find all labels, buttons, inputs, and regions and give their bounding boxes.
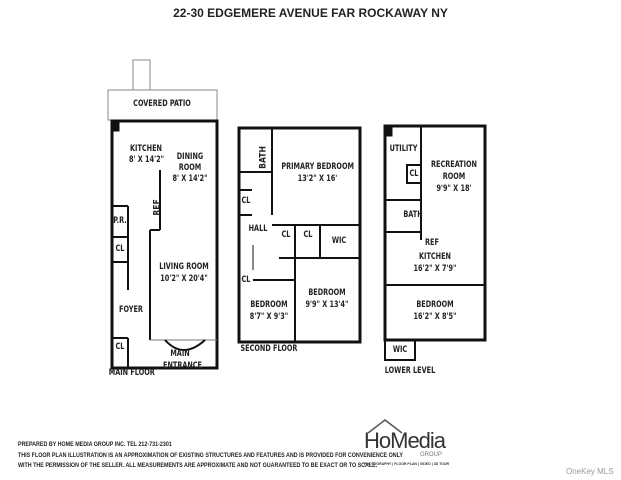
- footer-disclaimer-1: THIS FLOOR PLAN ILLUSTRATION IS AN APPRO…: [18, 452, 403, 459]
- room-bedroom-1-dim: 8'7" X 9'3": [249, 312, 289, 322]
- closet: CL: [409, 169, 419, 179]
- room-dining-dim: 8' X 14'2": [172, 174, 208, 184]
- ref-label: REF: [425, 238, 439, 248]
- closet: CL: [241, 196, 251, 206]
- room-bedroom-dim: 16'2" X 8'5": [413, 312, 457, 322]
- room-foyer: FOYER: [119, 305, 143, 315]
- footer-disclaimer-2: WITH THE PERMISSION OF THE SELLER. ALL M…: [18, 462, 378, 469]
- second-floor-walls: [237, 126, 362, 344]
- plan-title: 22-30 EDGEMERE AVENUE FAR ROCKAWAY NY: [173, 6, 448, 20]
- room-bedroom-1: BEDROOM: [250, 300, 288, 310]
- room-primary-dim: 13'2" X 16': [297, 174, 338, 184]
- lower-level-walls: [383, 124, 487, 361]
- floor-label-lower: LOWER LEVEL: [384, 366, 436, 376]
- main-entrance: MAIN: [170, 349, 190, 359]
- room-wic: WIC: [392, 345, 408, 355]
- room-bedroom-2-dim: 9'9" X 13'4": [305, 300, 349, 310]
- logo-tagline: PHOTOGRAPHY | FLOOR PLAN | VIDEO | 3D TO…: [364, 462, 450, 466]
- ref-label: REF: [152, 199, 163, 216]
- room-dining: DINING: [176, 152, 204, 162]
- closet: CL: [281, 230, 291, 240]
- room-kitchen: KITCHEN: [130, 144, 162, 154]
- room-recreation-dim: 9'9" X 18': [436, 184, 472, 194]
- room-kitchen-dim: 8' X 14'2": [129, 155, 164, 165]
- powder-room: P.R.: [113, 216, 127, 226]
- room-recreation: RECREATION: [431, 160, 477, 170]
- room-covered-patio: COVERED PATIO: [133, 99, 191, 109]
- room-bath: BATH: [403, 210, 423, 220]
- room-utility: UTILITY: [389, 144, 418, 154]
- room-recreation-2: ROOM: [442, 172, 466, 182]
- main-entrance-2: ENTRANCE: [163, 361, 203, 371]
- room-bedroom: BEDROOM: [416, 300, 454, 310]
- floor-label-second: SECOND FLOOR: [240, 344, 298, 354]
- room-bedroom-2: BEDROOM: [308, 288, 346, 298]
- closet: CL: [115, 244, 125, 254]
- room-kitchen-dim: 16'2" X 7'9": [413, 264, 457, 274]
- footer-prepared-by: PREPARED BY HOME MEDIA GROUP INC. TEL 21…: [18, 441, 172, 448]
- room-bath: BATH: [258, 146, 269, 169]
- room-living-dim: 10'2" X 20'4": [160, 274, 208, 284]
- room-wic: WIC: [331, 236, 347, 246]
- closet: CL: [303, 230, 313, 240]
- watermark: OneKey MLS: [566, 467, 614, 476]
- logo-group: GROUP: [420, 452, 443, 458]
- floor-label-main: MAIN FLOOR: [108, 368, 155, 378]
- closet: CL: [115, 342, 125, 352]
- room-hall: HALL: [248, 224, 268, 234]
- room-dining-2: ROOM: [178, 163, 202, 173]
- main-floor-walls: [107, 59, 219, 370]
- logo-name: HoMedia: [364, 428, 446, 453]
- room-primary-bedroom: PRIMARY BEDROOM: [281, 162, 354, 172]
- closet: CL: [241, 275, 251, 285]
- room-kitchen: KITCHEN: [419, 252, 451, 262]
- room-living: LIVING ROOM: [159, 262, 209, 272]
